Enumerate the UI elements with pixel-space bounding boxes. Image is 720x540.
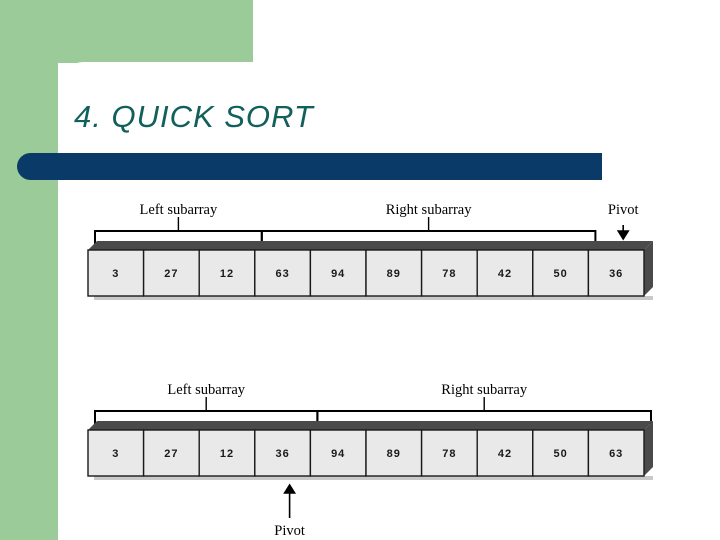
array-cell-value: 42 [498, 268, 512, 280]
pivot-arrow-down-icon [616, 225, 630, 241]
array-cell [87, 249, 145, 297]
array-cell-value: 78 [442, 448, 456, 460]
left-subarray-label: Left subarray [140, 202, 218, 218]
array-group-1: 3 27 12 63 94 89 78 42 50 36 [87, 241, 653, 300]
array-cell [142, 249, 200, 297]
array-cell [254, 249, 312, 297]
array-cell [532, 429, 590, 477]
array-cell-value: 94 [331, 448, 345, 460]
array-cell-value: 89 [387, 448, 401, 460]
array-cell [365, 249, 423, 297]
array-cell-value: 63 [609, 448, 623, 460]
array-cell [365, 429, 423, 477]
pivot-arrow-up-icon [283, 483, 297, 518]
bracket-group-1 [94, 217, 630, 249]
array-cell-value: 27 [164, 268, 178, 280]
pivot-label: Pivot [274, 523, 305, 539]
array-group-2: 3 27 12 36 94 89 78 42 50 63 [87, 421, 653, 480]
array-cell-value: 12 [220, 268, 234, 280]
array-cell-value: 12 [220, 448, 234, 460]
green-sidebar-strip [0, 63, 58, 540]
label-group-1: Left subarray Right subarray Pivot [140, 202, 639, 218]
array-cell-value: 27 [164, 448, 178, 460]
array-cell [420, 429, 478, 477]
green-header-block [0, 0, 253, 63]
bracket-group-2 [94, 397, 652, 518]
array-cell-value: 3 [112, 448, 119, 460]
array-cell [309, 429, 367, 477]
array-cell [587, 249, 645, 297]
array-cell [309, 249, 367, 297]
array-cell-value: 3 [112, 268, 119, 280]
right-subarray-label: Right subarray [441, 382, 528, 398]
array-cell [532, 249, 590, 297]
pivot-label: Pivot [608, 202, 639, 218]
array-cell-value: 50 [553, 268, 567, 280]
array-cell-value: 78 [442, 268, 456, 280]
array-cell [87, 429, 145, 477]
array-cell-value: 36 [609, 268, 623, 280]
array-cell-value: 42 [498, 448, 512, 460]
array-cell-value: 36 [275, 448, 289, 460]
array-cell-value: 50 [553, 448, 567, 460]
array-cell [198, 429, 256, 477]
page-title: 4. QUICK SORT [74, 99, 314, 134]
right-subarray-label: Right subarray [386, 202, 473, 218]
array-cell-value: 94 [331, 268, 345, 280]
array-cell-value: 89 [387, 268, 401, 280]
left-subarray-label: Left subarray [167, 382, 245, 398]
array-cell [198, 249, 256, 297]
array-cell [587, 429, 645, 477]
array-cell-value: 63 [275, 268, 289, 280]
title-underline-bar [17, 153, 602, 180]
array-cell [476, 249, 534, 297]
